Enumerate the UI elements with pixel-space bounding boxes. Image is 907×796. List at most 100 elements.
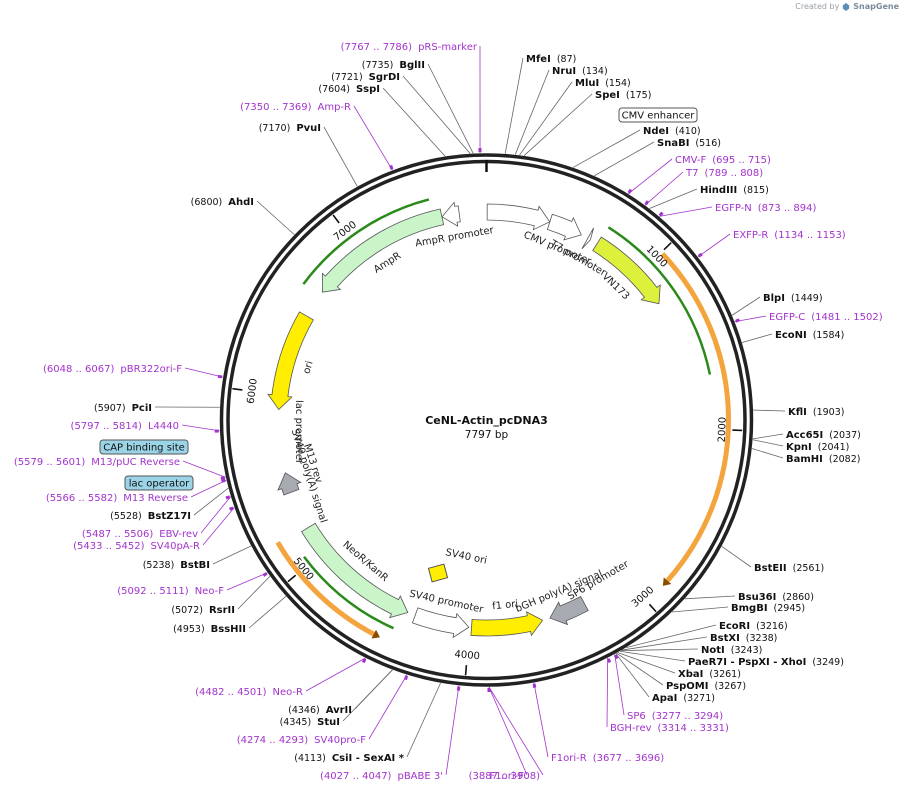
site-avrii[interactable]: AvrII(4346) [288,705,352,716]
site-paer7i-pspxi-xhoi[interactable]: PaeR7I - PspXI - XhoI(3249) [688,657,844,668]
site-bstbi[interactable]: BstBI(5238) [143,560,210,571]
site-coord: (3271) [683,693,715,704]
site-noti[interactable]: NotI(3243) [701,645,762,656]
site-kfli[interactable]: KflI(1903) [788,407,844,418]
site-bstz17i[interactable]: BstZ17I(5528) [110,511,191,522]
site-apai[interactable]: ApaI(3271) [652,693,715,704]
feature-vn173[interactable] [592,236,661,305]
tick-label: 4000 [454,649,480,662]
site-coord: (3277 .. 3294) [652,711,724,722]
site-ndei[interactable]: NdeI(410) [643,126,701,137]
site-leader-line [684,595,736,600]
primer-site-mark [697,252,703,258]
site-mlui[interactable]: MluI(154) [575,78,631,89]
site-m13-reverse[interactable]: M13 Reverse(5566 .. 5582) [46,493,188,504]
primer-site-mark [658,211,664,217]
site-pbabe-3[interactable]: pBABE 3'(4027 .. 4047) [320,771,443,782]
site-sp6[interactable]: SP6(3277 .. 3294) [627,711,723,722]
feature-ampr-promoter[interactable] [441,201,461,227]
extended-feature-layer [275,252,731,639]
site-kpni[interactable]: KpnI(2041) [786,442,849,453]
feature-neor-kanr[interactable] [301,522,409,619]
feature-sv40-promoter[interactable] [411,607,470,639]
site-leader-line [190,479,227,498]
site-ahdi[interactable]: AhdI(6800) [191,197,254,208]
site-stui[interactable]: StuI(4345) [280,717,340,728]
site-bgh-rev[interactable]: BGH-rev(3314 .. 3331) [610,723,729,734]
site-bstxi[interactable]: BstXI(3238) [710,633,777,644]
feature-cmv-enhancer[interactable] [486,203,551,231]
site-f1ori-r[interactable]: F1ori-R(3677 .. 3696) [551,753,664,764]
site-name: SgrDI [369,72,400,83]
feature-t7-promoter[interactable] [581,227,594,250]
site-3887-3908[interactable]: (3887 .. 3908) [469,771,541,782]
site-spei[interactable]: SpeI(175) [595,90,651,101]
site-pbr322ori-f[interactable]: pBR322ori-F(6048 .. 6067) [43,364,182,375]
site-acc65i[interactable]: Acc65I(2037) [786,430,861,441]
site-neo-r[interactable]: Neo-R(4482 .. 4501) [195,687,303,698]
site-rsrii[interactable]: RsrII(5072) [171,605,235,616]
site-m13-puc-reverse[interactable]: M13/pUC Reverse(5579 .. 5601) [14,457,180,468]
site-neo-f[interactable]: Neo-F(5092 .. 5111) [117,586,224,597]
site-blpi[interactable]: BlpI(1449) [763,293,823,304]
site-bglii[interactable]: BglII(7735) [362,60,425,71]
site-bsshii[interactable]: BssHII(4953) [173,624,246,635]
site-bsteii[interactable]: BstEII(2561) [754,563,824,574]
site-bmgbi[interactable]: BmgBI(2945) [731,603,805,614]
site-ebv-rev[interactable]: EBV-rev(5487 .. 5506) [82,529,198,540]
site-leader-line [406,682,441,758]
site-hindiii[interactable]: HindIII(815) [700,185,769,196]
site-prs-marker[interactable]: pRS-marker(7767 .. 7786) [341,42,478,53]
feature-f1-ori[interactable] [470,611,544,637]
feature-sv40-ori[interactable] [427,563,449,583]
site-pspomi[interactable]: PspOMI(3267) [666,681,746,692]
site-pvui[interactable]: PvuI(7170) [259,123,321,134]
site-name: PaeR7I - PspXI - XhoI [688,657,806,668]
site-mfei[interactable]: MfeI(87) [526,54,576,65]
site-nrui[interactable]: NruI(134) [552,66,608,77]
site-name: MfeI [526,54,551,65]
feature-ori[interactable] [267,311,314,411]
primer-binding-line [302,198,430,285]
site-sspi[interactable]: SspI(7604) [318,84,380,95]
site-xbai[interactable]: XbaI(3261) [678,669,741,680]
site-sv40pro-f[interactable]: SV40pro-F(4274 .. 4293) [237,735,366,746]
site-egfp-c[interactable]: EGFP-C(1481 .. 1502) [769,312,883,323]
site-coord: (1584) [813,330,845,341]
site-exfp-r[interactable]: EXFP-R(1134 .. 1153) [733,230,846,241]
site-sgrdi[interactable]: SgrDI(7721) [331,72,400,83]
tick-mark [663,242,672,251]
site-sv40pa-r[interactable]: SV40pA-R(5433 .. 5452) [73,541,200,552]
site-l4440[interactable]: L4440(5797 .. 5814) [71,421,179,432]
site-ecori[interactable]: EcoRI(3216) [719,621,788,632]
feature-sv40-poly-a-signal[interactable] [277,472,302,496]
site-cmv-f[interactable]: CMV-F(695 .. 715) [675,155,771,166]
tick-label: 3000 [630,585,656,610]
site-name: BGH-rev [610,723,652,734]
site-coord: (4482 .. 4501) [195,687,267,698]
site-coord: (5797 .. 5814) [71,421,143,432]
site-snabi[interactable]: SnaBI(516) [657,138,721,149]
site-leader-line [616,652,664,686]
site-t7[interactable]: T7(789 .. 808) [685,168,763,179]
site-coord: (5487 .. 5506) [82,529,154,540]
site-f1ori-f[interactable]: F1ori-F [490,771,525,782]
site-bamhi[interactable]: BamHI(2082) [786,454,860,465]
site-coord: (3216) [756,621,788,632]
feature-cmv-promoter[interactable] [546,213,582,241]
site-name: PspOMI [666,681,708,692]
site-name: EGFP-C [769,312,805,323]
site-coord: (3243) [731,645,763,656]
site-leader-line [572,129,641,168]
site-amp-r[interactable]: Amp-R(7350 .. 7369) [240,102,351,113]
site-pcii[interactable]: PciI(5907) [94,403,152,414]
feature-ampr[interactable] [322,208,445,293]
site-csii-sexai[interactable]: CsiI - SexAI *(4113) [294,753,405,764]
feature-bgh-poly-a-signal[interactable] [549,595,589,626]
site-bsu36i[interactable]: Bsu36I(2860) [738,592,814,603]
site-coord: (5433 .. 5452) [73,541,145,552]
site-coord: (4027 .. 4047) [320,771,392,782]
site-egfp-n[interactable]: EGFP-N(873 .. 894) [715,203,817,214]
site-econi[interactable]: EcoNI(1584) [775,330,844,341]
